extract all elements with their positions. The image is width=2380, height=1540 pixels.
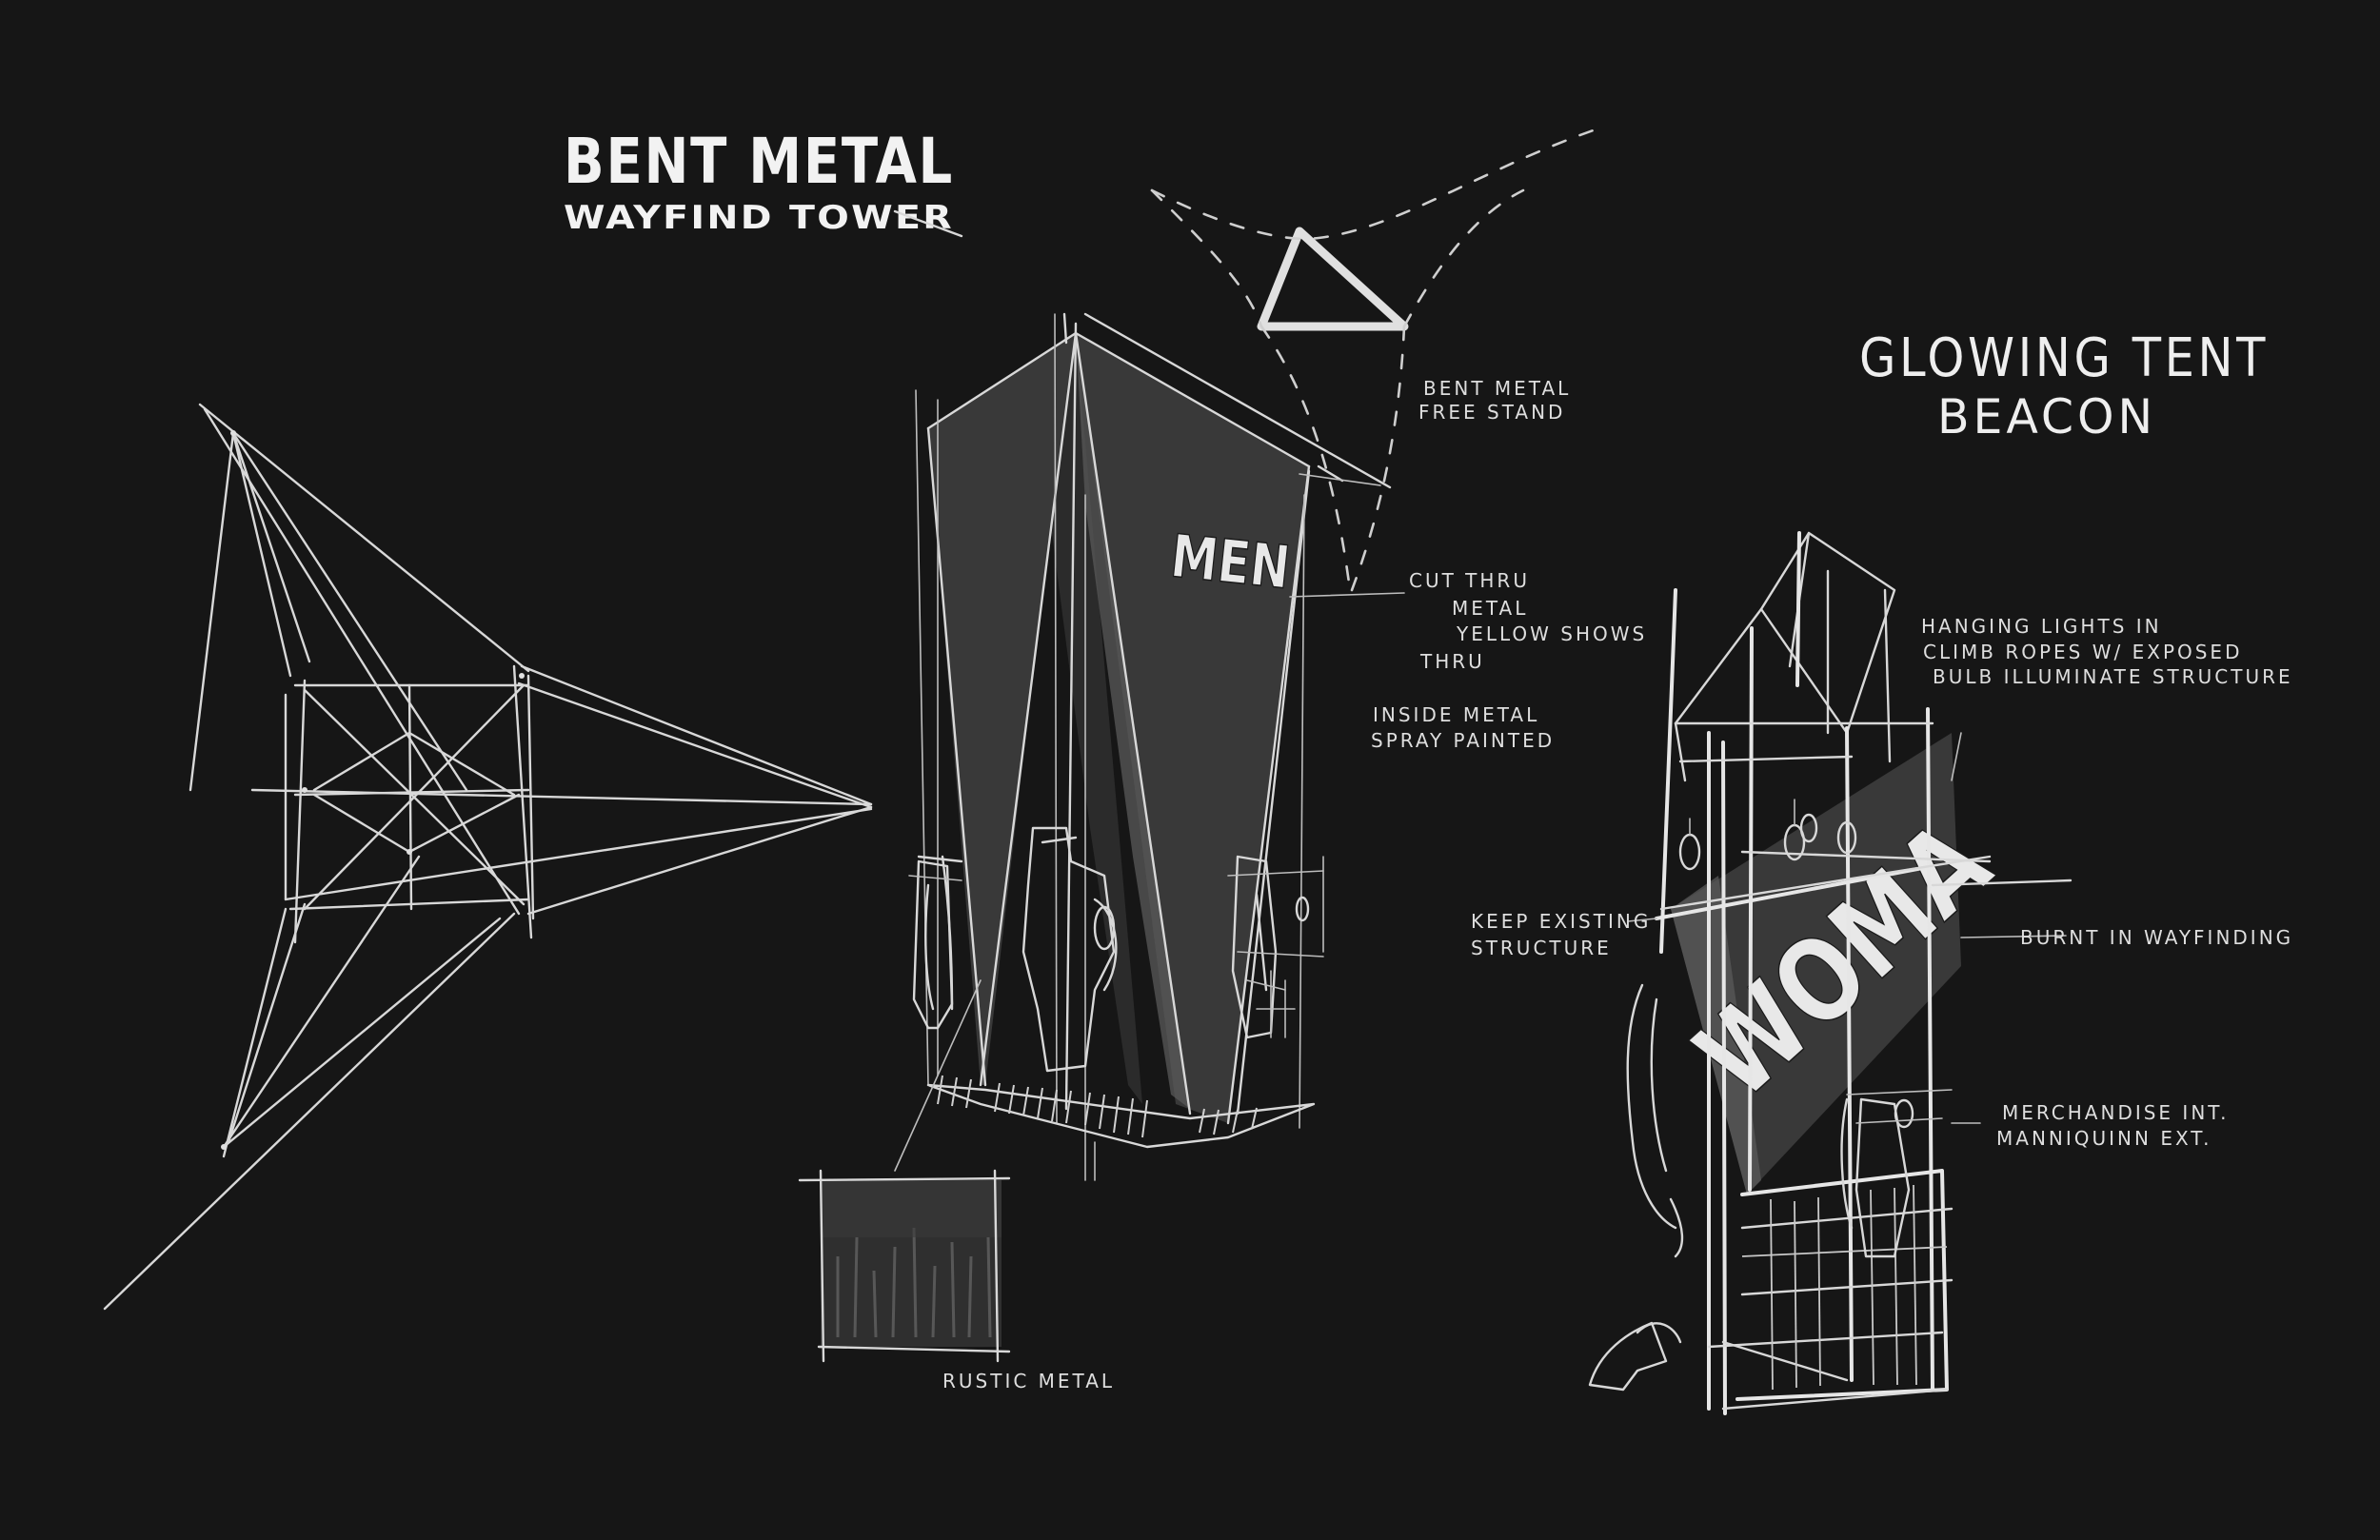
- title-bent-metal-line2: WAYFIND TOWER: [564, 199, 954, 237]
- tent-notes: HANGING LIGHTS IN CLIMB ROPES W/ EXPOSED…: [1471, 615, 2293, 1150]
- note-cut-thru-1: CUT THRU: [1409, 569, 1530, 592]
- wayfind-tower-sketch: MEN: [894, 312, 1405, 1181]
- note-hanging-3: BULB ILLUMINATE STRUCTURE: [1933, 665, 2293, 688]
- note-inside-2: SPRAY PAINTED: [1371, 729, 1555, 752]
- note-cut-thru-4: THRU: [1419, 650, 1485, 673]
- tower-notes: BENT METAL FREE STAND CUT THRU METAL YEL…: [1371, 377, 1647, 752]
- title-bent-metal-line1: BENT METAL: [564, 125, 954, 198]
- note-burnt: BURNT IN WAYFINDING: [2020, 926, 2293, 949]
- note-keep-1: KEEP EXISTING: [1471, 910, 1651, 933]
- note-merch-1: MERCHANDISE INT.: [2002, 1101, 2230, 1124]
- note-cut-thru-3: YELLOW SHOWS: [1456, 622, 1647, 645]
- note-hanging-2: CLIMB ROPES W/ EXPOSED: [1923, 641, 2242, 663]
- note-cut-thru-2: METAL: [1452, 597, 1528, 620]
- note-free-stand-2: FREE STAND: [1418, 401, 1565, 424]
- tower-sign-men: MEN: [1167, 521, 1293, 602]
- title-glowing-line2: BEACON: [1937, 389, 2156, 444]
- rustic-metal-swatch: RUSTIC METAL: [798, 1169, 1115, 1392]
- note-hanging-1: HANGING LIGHTS IN: [1921, 615, 2162, 638]
- free-stand-triangle: [1150, 125, 1606, 592]
- note-merch-2: MANNIQUINN EXT.: [1996, 1127, 2212, 1150]
- note-free-stand-1: BENT METAL: [1423, 377, 1571, 400]
- note-inside-1: INSIDE METAL: [1373, 703, 1539, 726]
- title-bent-metal: BENT METAL WAYFIND TOWER: [564, 125, 963, 238]
- title-glowing-tent: GLOWING TENT BEACON: [1859, 327, 2269, 444]
- plan-construction-diagram: [103, 403, 873, 1311]
- note-rustic-metal: RUSTIC METAL: [942, 1370, 1115, 1392]
- note-keep-2: STRUCTURE: [1471, 937, 1612, 959]
- title-glowing-line1: GLOWING TENT: [1859, 327, 2269, 389]
